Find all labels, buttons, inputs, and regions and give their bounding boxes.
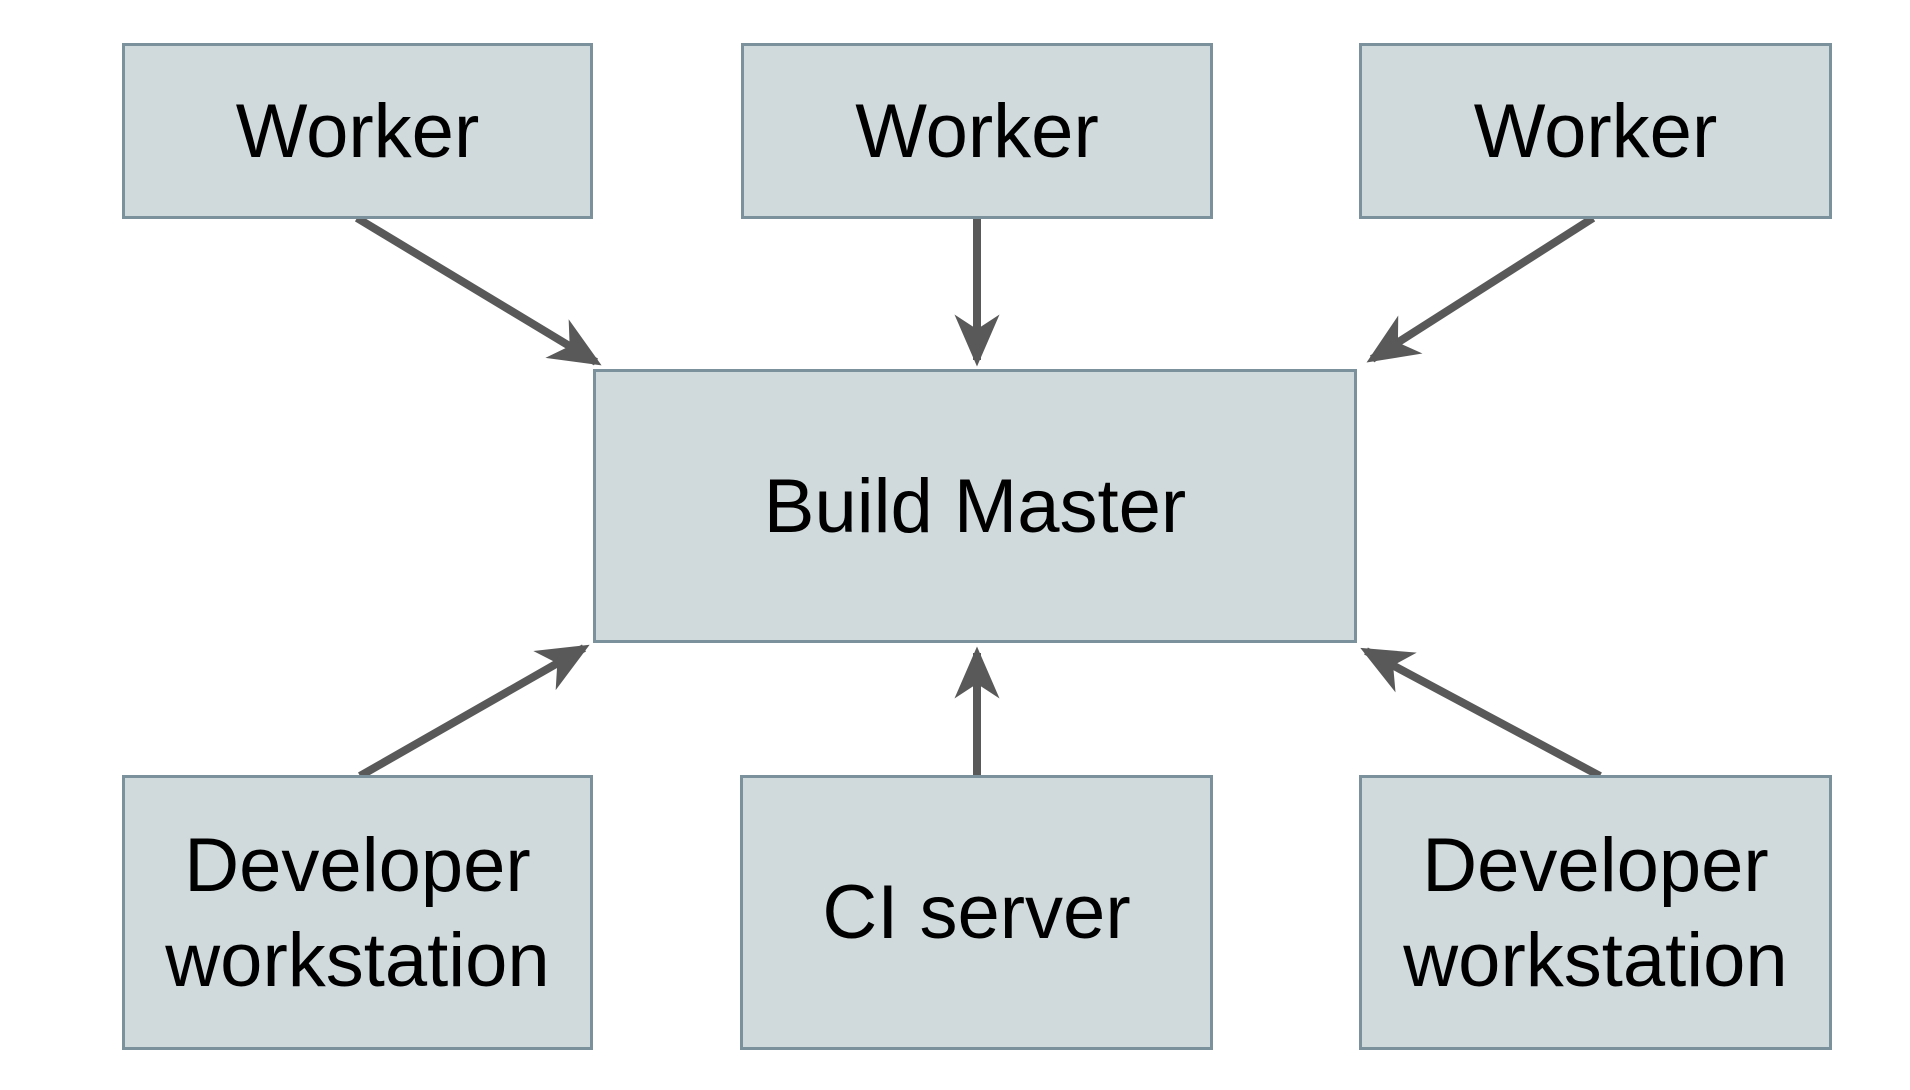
node-worker-1-label: Worker — [235, 88, 480, 174]
arrow-dev-right-to-build-master — [1360, 647, 1602, 780]
node-developer-workstation-right: Developer workstation — [1359, 775, 1832, 1050]
arrow-dev-left-to-build-master — [358, 644, 590, 780]
node-developer-workstation-right-label: Developer workstation — [1403, 822, 1788, 1003]
node-developer-workstation-left: Developer workstation — [122, 775, 593, 1050]
node-build-master-label: Build Master — [763, 463, 1187, 549]
node-build-master: Build Master — [593, 369, 1357, 643]
node-ci-server-label: CI server — [822, 870, 1131, 955]
node-developer-workstation-left-label: Developer workstation — [165, 822, 550, 1003]
arrow-worker3-to-build-master — [1366, 214, 1596, 363]
node-worker-2: Worker — [741, 43, 1213, 219]
node-worker-1: Worker — [122, 43, 593, 219]
node-worker-2-label: Worker — [855, 88, 1099, 174]
node-worker-3: Worker — [1359, 43, 1832, 219]
arrow-worker1-to-build-master — [354, 214, 602, 366]
node-worker-3-label: Worker — [1473, 88, 1718, 174]
node-ci-server: CI server — [740, 775, 1213, 1050]
